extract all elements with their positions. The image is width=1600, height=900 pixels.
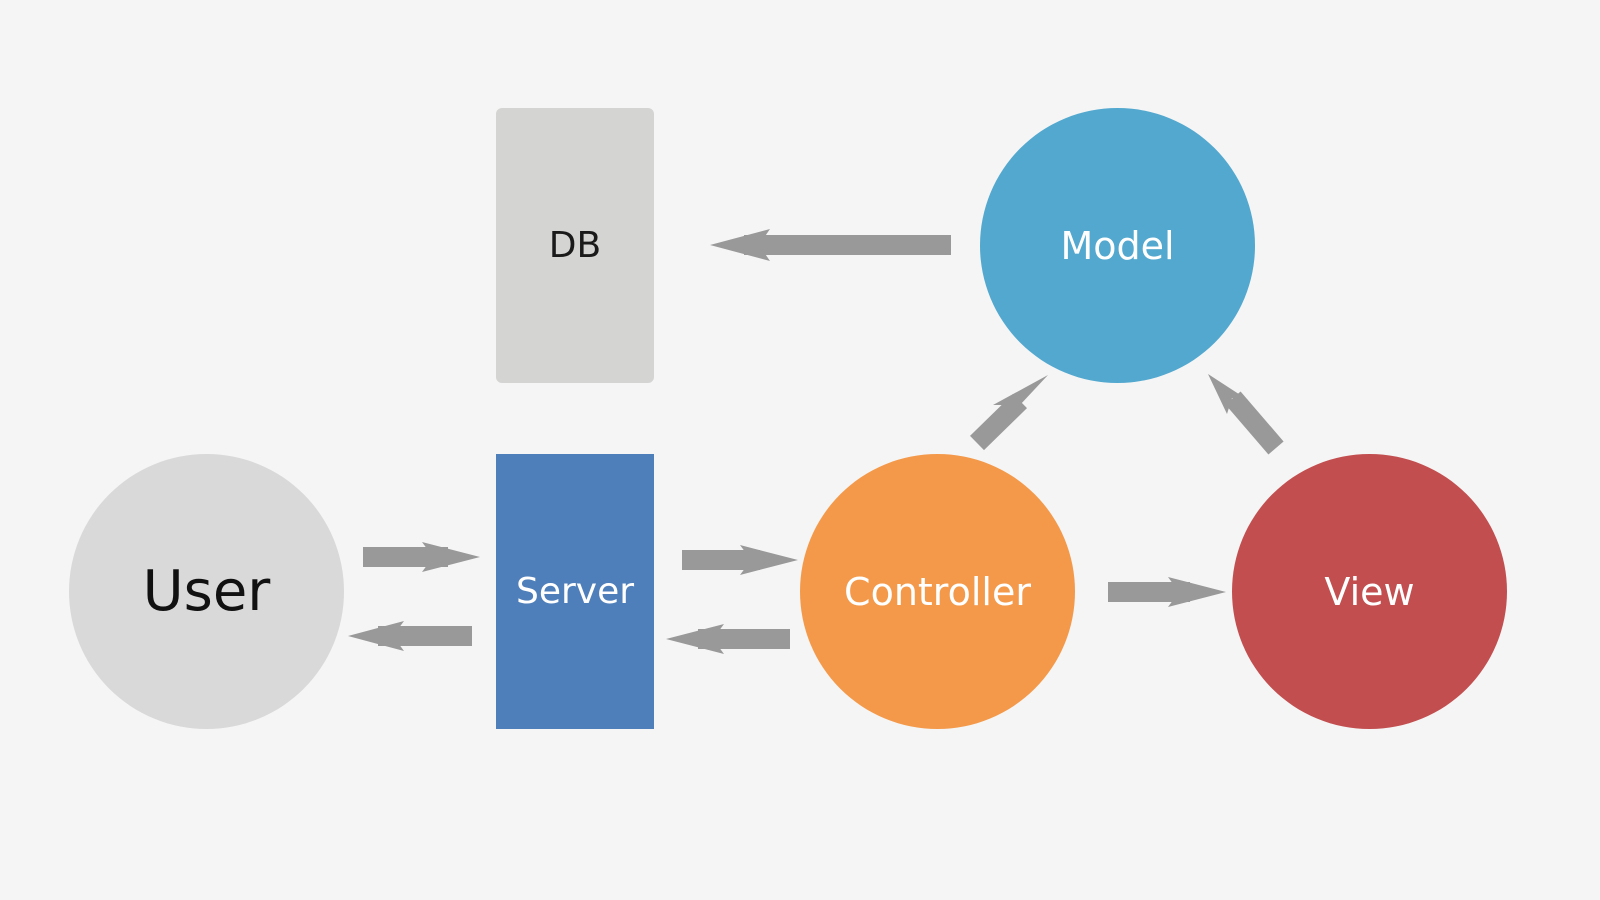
arrow-server-to-user — [348, 621, 472, 651]
model-node: Model — [980, 108, 1255, 383]
server-node: Server — [496, 454, 654, 729]
arrow-view-to-model — [1208, 374, 1284, 455]
arrow-controller-to-model — [970, 375, 1048, 451]
view-node: View — [1232, 454, 1507, 729]
arrow-model-to-db — [710, 229, 951, 261]
user-node: User — [69, 454, 344, 729]
view-label: View — [1324, 569, 1415, 614]
controller-node: Controller — [800, 454, 1075, 729]
server-label: Server — [515, 571, 635, 612]
user-label: User — [142, 559, 271, 624]
arrow-controller-to-server — [666, 624, 790, 654]
arrow-controller-to-view — [1108, 577, 1226, 607]
arrow-server-to-controller — [682, 545, 798, 575]
model-label: Model — [1060, 223, 1175, 268]
db-label: DB — [548, 225, 602, 266]
db-node: DB — [496, 108, 654, 383]
controller-label: Controller — [844, 569, 1031, 614]
arrow-user-to-server — [363, 542, 480, 572]
